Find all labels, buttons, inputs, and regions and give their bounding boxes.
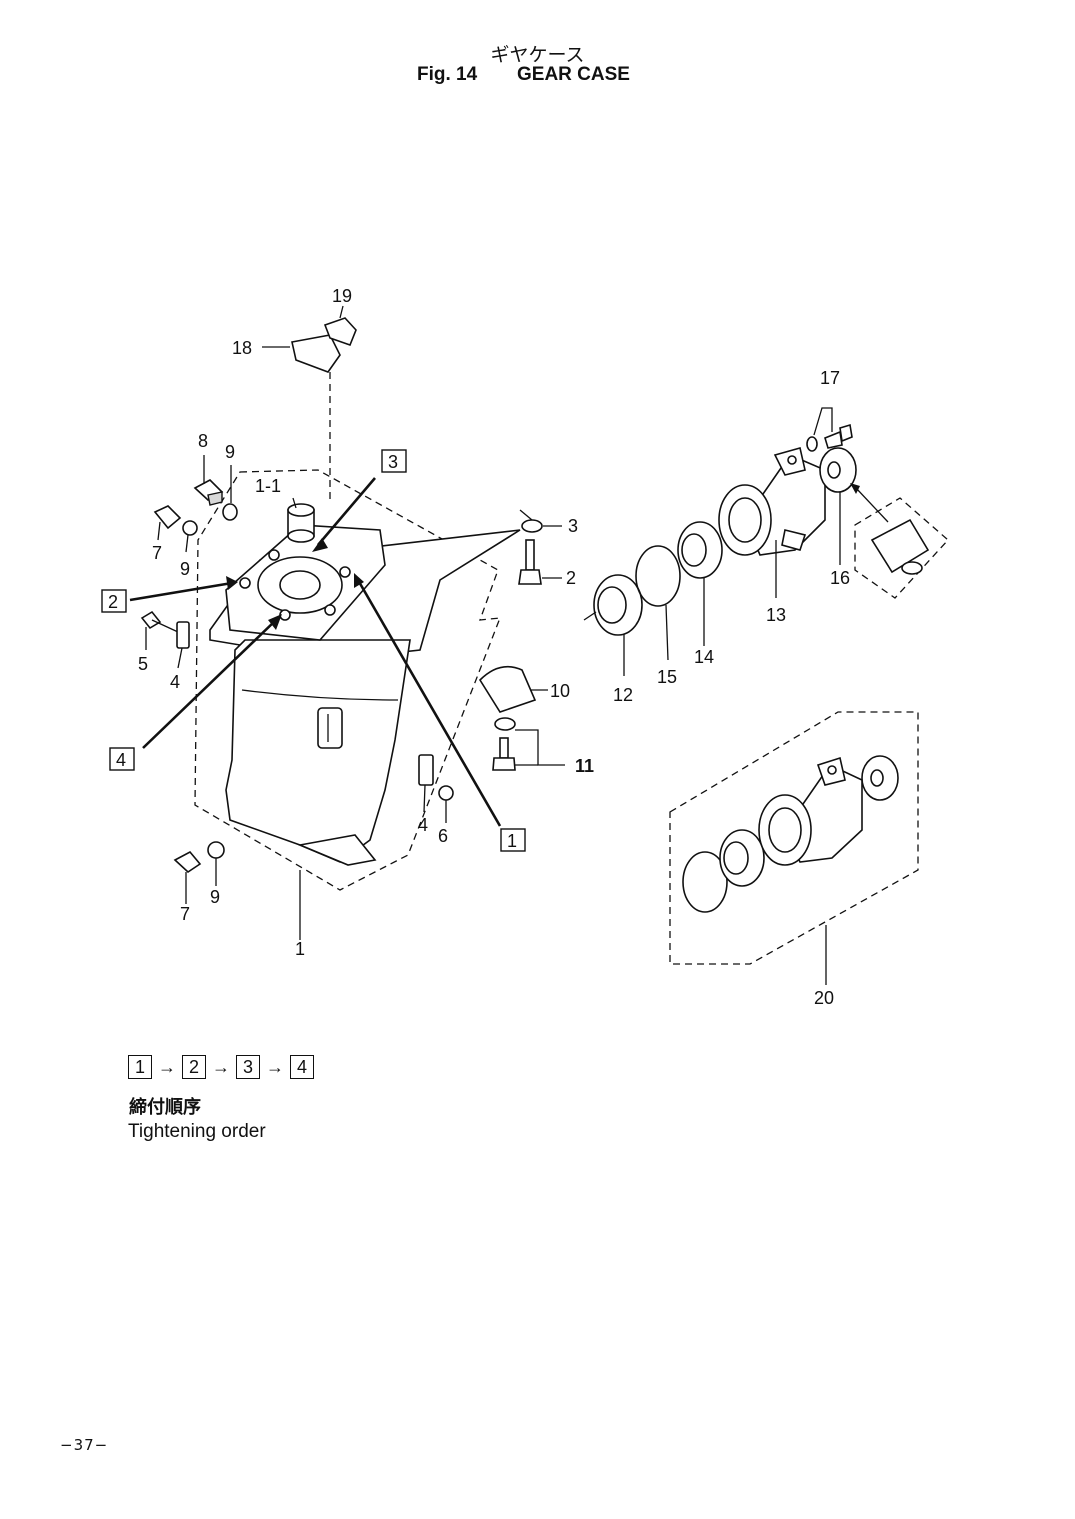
order-step-3: 3 bbox=[236, 1055, 260, 1079]
part-20-assembly-outline bbox=[669, 711, 919, 965]
callout-5: 5 bbox=[138, 654, 148, 674]
title-japanese: ギヤケース bbox=[490, 44, 585, 66]
callout-2: 2 bbox=[566, 568, 576, 588]
gear-case-body bbox=[209, 524, 521, 866]
callout-16: 16 bbox=[830, 568, 850, 588]
bearing-housing-part-13 bbox=[718, 447, 826, 556]
bolt-part-8 bbox=[193, 479, 224, 506]
washer-part-9-b bbox=[182, 520, 198, 536]
clip-part-4-b bbox=[418, 754, 434, 786]
callout-20: 20 bbox=[814, 988, 834, 1008]
washer-part-17 bbox=[806, 436, 818, 452]
page-number: −37− bbox=[60, 1436, 109, 1454]
tightening-mark-box-3 bbox=[381, 449, 407, 473]
bearing-assembly-20 bbox=[719, 829, 765, 887]
callout-7-b: 7 bbox=[180, 904, 190, 924]
order-arrow-2: → bbox=[212, 1056, 230, 1077]
seal-part-16 bbox=[819, 447, 857, 493]
callout-1: 1 bbox=[295, 939, 305, 959]
callout-14: 14 bbox=[694, 647, 714, 667]
figure-title: GEAR CASE bbox=[517, 64, 630, 85]
tightening-mark-3: 3 bbox=[388, 452, 398, 472]
order-step-1: 1 bbox=[128, 1055, 152, 1079]
clip-part-4-a bbox=[176, 621, 190, 649]
callout-12: 12 bbox=[613, 685, 633, 705]
callout-4-a: 4 bbox=[170, 672, 180, 692]
o-ring-part-15 bbox=[635, 545, 681, 607]
nut-part-6 bbox=[438, 785, 454, 801]
order-step-4: 4 bbox=[290, 1055, 314, 1079]
anode-18-19 bbox=[291, 317, 357, 373]
tightening-mark-box-1 bbox=[500, 828, 526, 852]
bearing-part-12 bbox=[593, 574, 643, 636]
tightening-mark-2: 2 bbox=[108, 592, 118, 612]
trim-tab-part-10 bbox=[478, 665, 537, 713]
callout-19: 19 bbox=[332, 286, 352, 306]
tightening-order-sequence: 1 → 2 → 3 → 4 bbox=[128, 1055, 314, 1079]
callout-1-1: 1-1 bbox=[255, 476, 281, 496]
callout-4-b: 4 bbox=[418, 815, 428, 835]
bolt-part-2 bbox=[518, 539, 542, 585]
callout-9-a: 9 bbox=[225, 442, 235, 462]
callout-9-c: 9 bbox=[210, 887, 220, 907]
part-1-group-outline bbox=[194, 469, 501, 891]
washer-part-9-c bbox=[207, 841, 225, 859]
callout-15: 15 bbox=[657, 667, 677, 687]
screw-part-5 bbox=[140, 610, 179, 633]
callout-18: 18 bbox=[232, 338, 252, 358]
seal-tool-detail bbox=[870, 518, 930, 575]
seal-assembly-20 bbox=[861, 755, 899, 801]
tightening-mark-box-2 bbox=[101, 589, 127, 613]
bushing-part-1-1 bbox=[287, 503, 315, 543]
washer-part-11 bbox=[494, 717, 516, 731]
tightening-order-label-jp: 締付順序 bbox=[129, 1097, 201, 1118]
tightening-order-label-en: Tightening order bbox=[128, 1121, 266, 1142]
order-arrow-3: → bbox=[266, 1056, 284, 1077]
order-step-2: 2 bbox=[182, 1055, 206, 1079]
bearing-housing-assembly-20 bbox=[758, 756, 863, 866]
bolt-part-7-a bbox=[153, 505, 182, 530]
callout-11: 11 bbox=[575, 756, 594, 776]
callout-8: 8 bbox=[198, 431, 208, 451]
bearing-part-14 bbox=[677, 521, 723, 579]
tightening-mark-box-4 bbox=[109, 747, 135, 771]
figure-number: Fig. 14 bbox=[417, 64, 478, 85]
tightening-mark-1: 1 bbox=[507, 831, 517, 851]
callout-6: 6 bbox=[438, 826, 448, 846]
bolt-part-11 bbox=[492, 737, 516, 771]
washer-part-3 bbox=[521, 519, 543, 533]
callout-9-b: 9 bbox=[180, 559, 190, 579]
bolt-part-17 bbox=[824, 423, 853, 449]
order-arrow-1: → bbox=[158, 1056, 176, 1077]
bolt-part-7-b bbox=[173, 850, 202, 874]
callout-10: 10 bbox=[550, 681, 570, 701]
callout-17: 17 bbox=[820, 368, 840, 388]
o-ring-assembly-20 bbox=[682, 851, 728, 913]
tightening-mark-4: 4 bbox=[116, 750, 126, 770]
callout-13: 13 bbox=[766, 605, 786, 625]
callout-7-a: 7 bbox=[152, 543, 162, 563]
callout-3: 3 bbox=[568, 516, 578, 536]
washer-part-9-a bbox=[222, 503, 238, 521]
